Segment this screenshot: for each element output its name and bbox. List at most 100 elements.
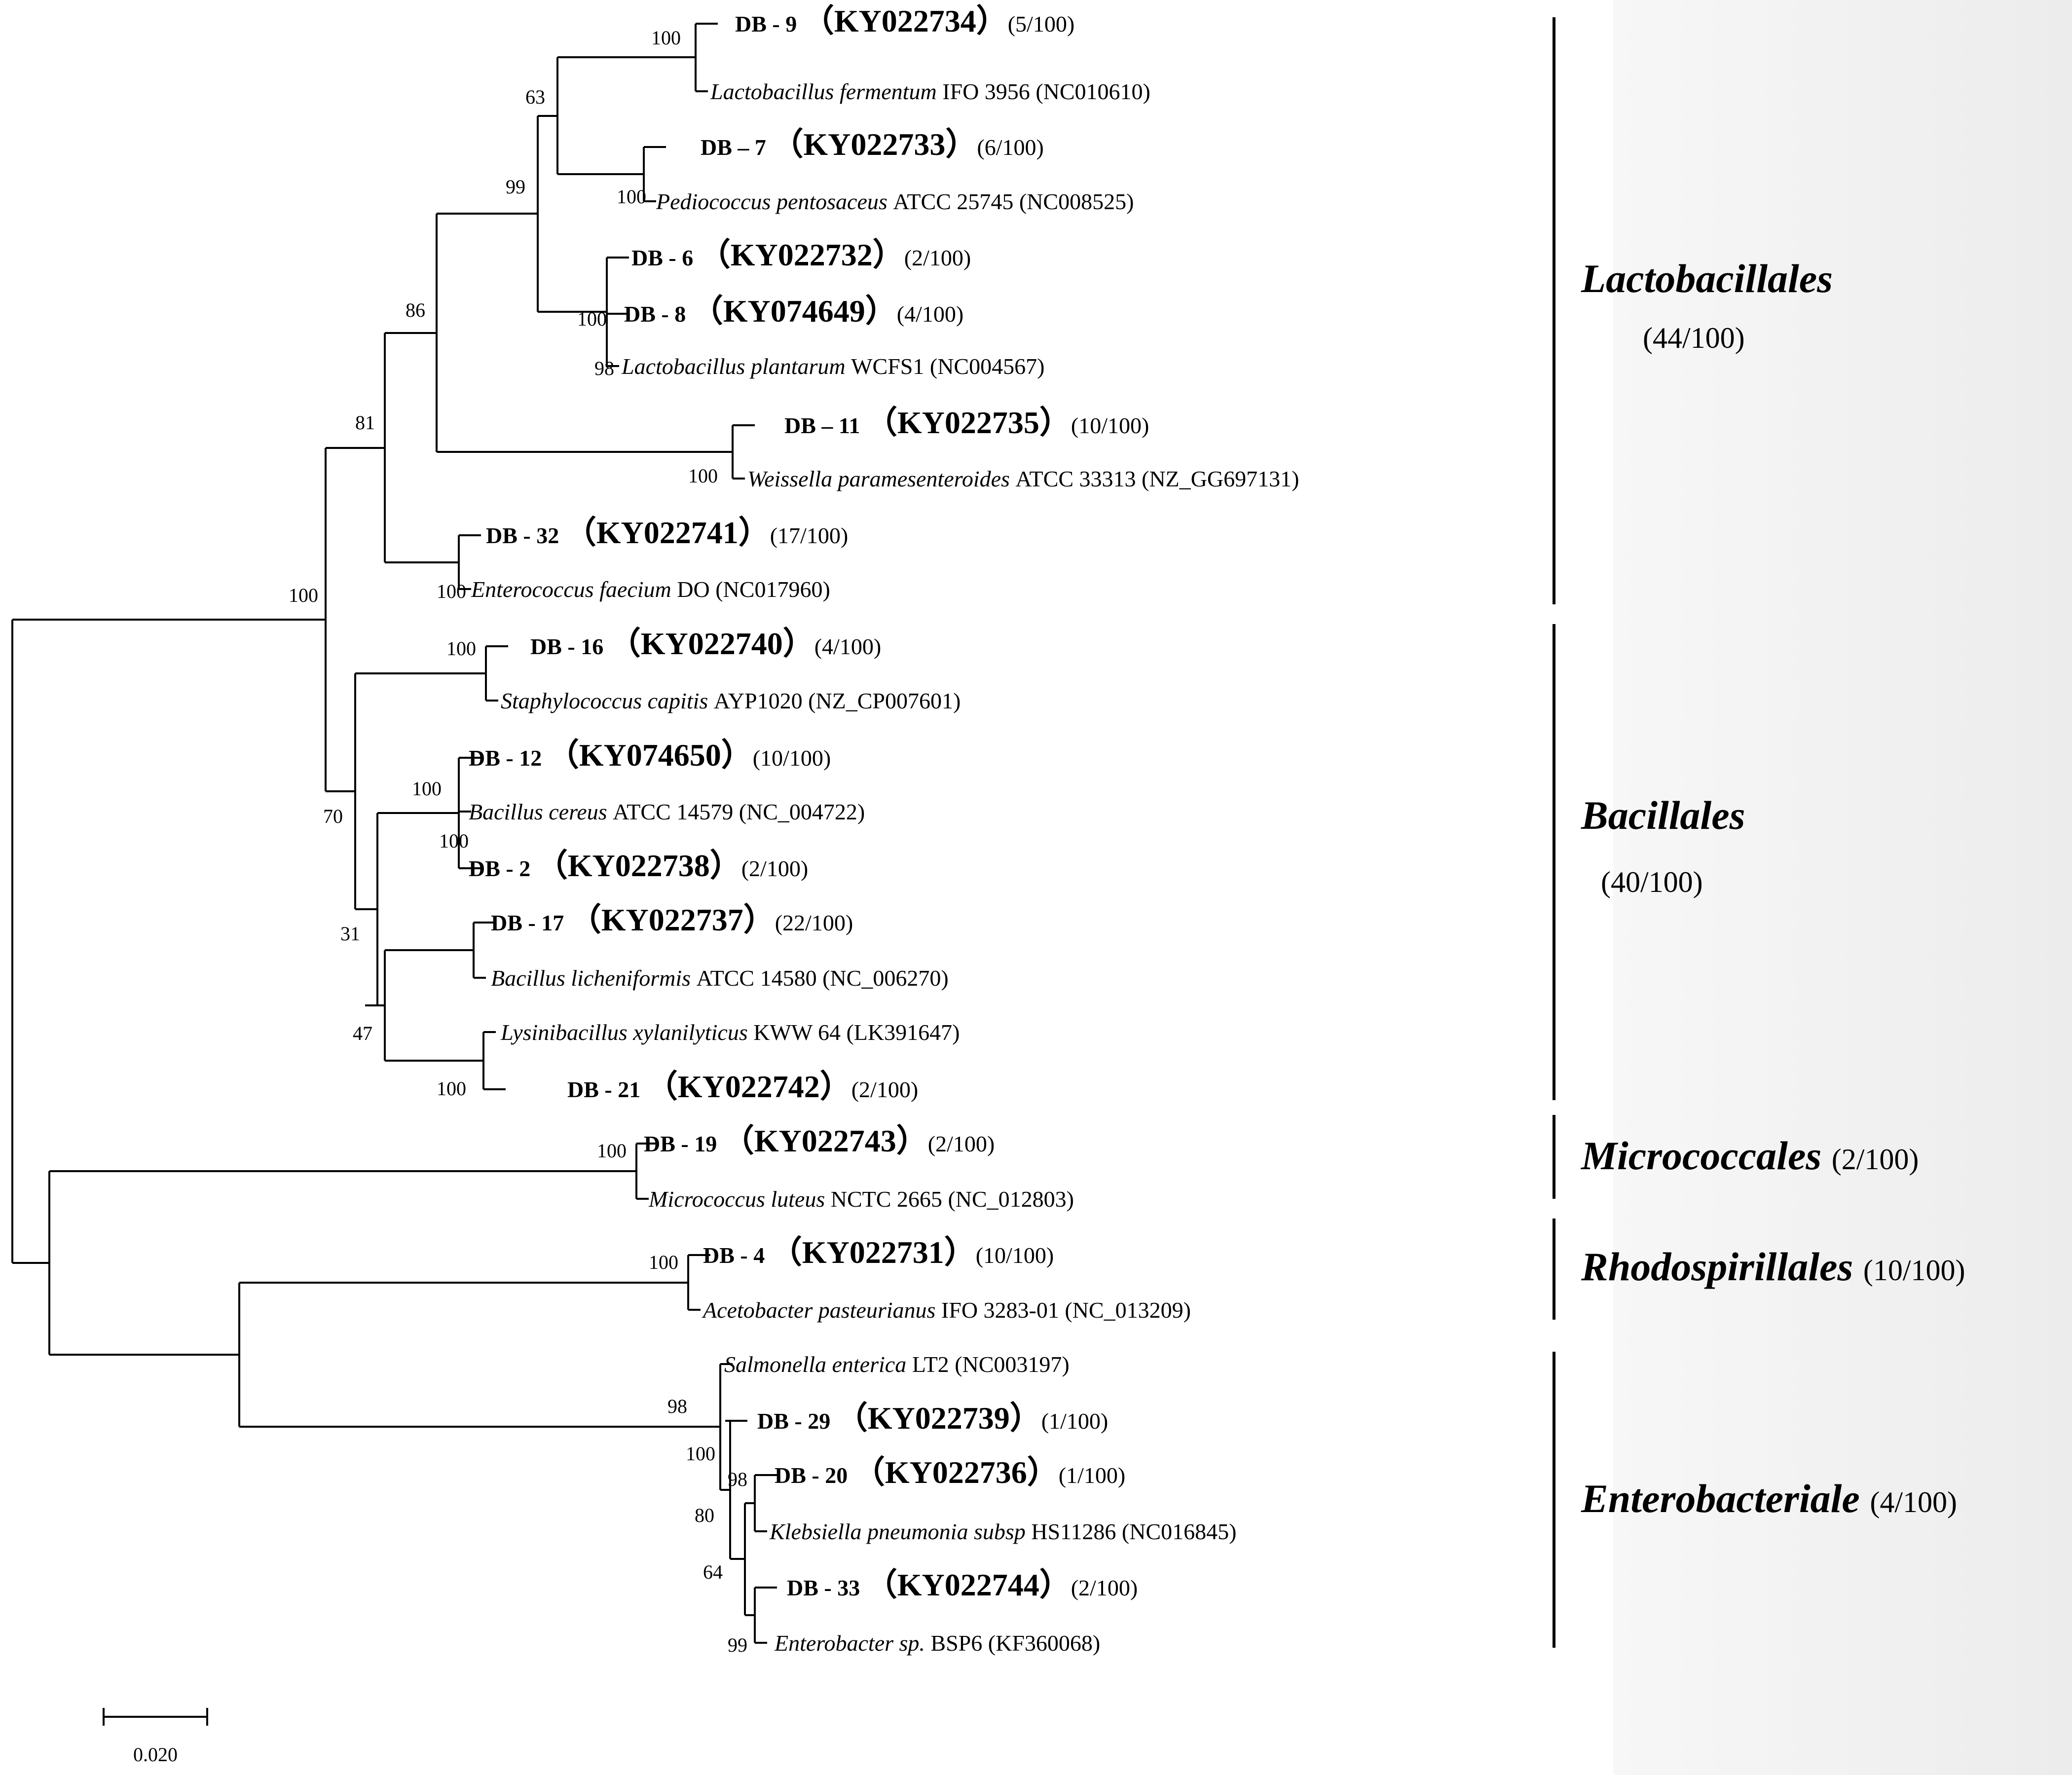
isolate-id: DB - 9 (735, 11, 803, 37)
order-count: (10/100) (1863, 1254, 1965, 1287)
reference-accession: (NC_013209) (1065, 1297, 1191, 1323)
reference-strain: DO (677, 577, 715, 602)
reference-label: Pediococcus pentosaceus ATCC 25745 (NC00… (656, 189, 1134, 214)
isolate-accession: （KY074650） (548, 738, 753, 773)
bootstrap-value: 100 (649, 1251, 678, 1273)
order-count: (40/100) (1601, 866, 1703, 898)
isolate-accession: （KY022743） (723, 1123, 928, 1158)
isolate-count: (5/100) (1008, 11, 1074, 37)
reference-species: Salmonella enterica (724, 1352, 912, 1377)
bootstrap-value: 100 (651, 27, 681, 49)
order-count: (4/100) (1870, 1486, 1957, 1518)
isolate-label: DB - 9 （KY022734）(5/100) (735, 3, 1074, 38)
bootstrap-value: 99 (728, 1634, 747, 1656)
reference-species: Pediococcus pentosaceus (656, 189, 893, 214)
reference-label: Salmonella enterica LT2 (NC003197) (724, 1352, 1070, 1377)
reference-label: Lactobacillus fermentum IFO 3956 (NC0106… (710, 79, 1150, 104)
isolate-accession: （KY022733） (772, 127, 977, 162)
order-name: Lactobacillales (1581, 256, 1833, 301)
order-count: (2/100) (1832, 1143, 1919, 1176)
bootstrap-value: 64 (703, 1561, 723, 1583)
isolate-label: DB - 32 （KY022741）(17/100) (486, 515, 848, 550)
isolate-id: DB – 7 (701, 135, 772, 160)
isolate-accession: （KY022734） (803, 3, 1008, 38)
bootstrap-value: 100 (437, 1077, 466, 1100)
isolate-accession: （KY022739） (836, 1401, 1041, 1436)
reference-accession: (LK391647) (846, 1020, 960, 1045)
reference-accession: (NC004567) (930, 354, 1045, 379)
reference-species: Bacillus cereus (469, 799, 613, 824)
isolate-id: DB - 19 (644, 1131, 723, 1156)
reference-label: Klebsiella pneumonia subsp HS11286 (NC01… (769, 1519, 1236, 1544)
reference-strain: KWW 64 (753, 1020, 846, 1045)
reference-strain: IFO 3956 (942, 79, 1036, 104)
reference-strain: HS11286 (1031, 1519, 1122, 1544)
isolate-id: DB - 17 (491, 910, 570, 935)
isolate-count: (2/100) (851, 1077, 918, 1102)
isolate-label: DB - 2 （KY022738）(2/100) (469, 848, 808, 883)
isolate-id: DB - 2 (469, 856, 536, 881)
order-count: (44/100) (1643, 322, 1745, 354)
isolate-id: DB – 11 (784, 413, 866, 438)
isolate-count: (2/100) (741, 856, 808, 881)
isolate-accession: （KY022744） (866, 1567, 1071, 1602)
isolate-count: (10/100) (753, 745, 831, 771)
bootstrap-value: 86 (406, 299, 425, 321)
bootstrap-value: 100 (597, 1140, 627, 1162)
reference-species: Micrococcus luteus (648, 1186, 831, 1212)
isolate-count: (1/100) (1059, 1463, 1125, 1488)
bootstrap-value: 100 (437, 580, 466, 602)
bootstrap-value: 100 (617, 185, 646, 208)
bootstrap-value: 47 (353, 1022, 372, 1044)
isolate-id: DB - 20 (775, 1463, 853, 1488)
isolate-label: DB - 29 （KY022739）(1/100) (757, 1401, 1108, 1436)
isolate-count: (10/100) (976, 1243, 1054, 1268)
bootstrap-value: 63 (525, 86, 545, 108)
bootstrap-value: 100 (412, 777, 442, 800)
reference-label: Bacillus cereus ATCC 14579 (NC_004722) (469, 799, 865, 824)
order-name: Bacillales (1581, 793, 1745, 838)
reference-label: Enterococcus faecium DO (NC017960) (471, 577, 830, 602)
reference-accession: (NC_006270) (822, 965, 949, 991)
isolate-label: DB - 6 （KY022732）(2/100) (631, 237, 971, 272)
reference-strain: WCFS1 (851, 354, 930, 379)
reference-label: Bacillus licheniformis ATCC 14580 (NC_00… (491, 965, 949, 991)
reference-strain: LT2 (912, 1352, 955, 1377)
reference-species: Enterococcus faecium (471, 577, 677, 602)
isolate-id: DB - 12 (469, 745, 548, 771)
isolate-label: DB - 19 （KY022743）(2/100) (644, 1123, 995, 1158)
reference-species: Klebsiella pneumonia subsp (769, 1519, 1031, 1544)
isolate-id: DB - 21 (567, 1077, 646, 1102)
reference-label: Weissella paramesenteroides ATCC 33313 (… (747, 466, 1299, 491)
isolate-id: DB - 29 (757, 1408, 836, 1434)
reference-strain: IFO 3283-01 (941, 1297, 1065, 1323)
bootstrap-value: 81 (355, 411, 375, 434)
reference-strain: ATCC 25745 (893, 189, 1019, 214)
reference-strain: ATCC 14579 (613, 799, 739, 824)
isolate-count: (22/100) (775, 910, 853, 935)
isolate-label: DB - 8 （KY074649）(4/100) (624, 294, 963, 329)
reference-accession: (NC016845) (1122, 1519, 1237, 1544)
order-name: Micrococcales (1580, 1133, 1832, 1178)
reference-strain: AYP1020 (714, 688, 808, 713)
reference-accession: (NC_004722) (739, 799, 865, 824)
isolate-accession: （KY022732） (699, 237, 904, 272)
isolate-count: (2/100) (904, 245, 971, 270)
reference-accession: (NC010610) (1036, 79, 1150, 104)
reference-species: Bacillus licheniformis (491, 965, 697, 991)
bootstrap-value: 98 (728, 1468, 747, 1490)
isolate-accession: （KY074649） (692, 294, 897, 329)
isolate-accession: （KY022731） (771, 1235, 976, 1270)
order-label: Micrococcales (2/100) (1580, 1133, 1919, 1178)
reference-strain: NCTC 2665 (831, 1186, 948, 1212)
bootstrap-value: 100 (577, 308, 607, 330)
isolate-count: (2/100) (928, 1131, 995, 1156)
bootstrap-value: 80 (695, 1504, 714, 1526)
isolate-accession: （KY022741） (565, 515, 770, 550)
reference-label: Lactobacillus plantarum WCFS1 (NC004567) (621, 354, 1044, 379)
bootstrap-value: 99 (506, 176, 525, 198)
reference-accession: (NC_012803) (948, 1186, 1074, 1212)
reference-label: Acetobacter pasteurianus IFO 3283-01 (NC… (702, 1297, 1191, 1323)
isolate-label: DB – 11 （KY022735）(10/100) (784, 405, 1149, 440)
